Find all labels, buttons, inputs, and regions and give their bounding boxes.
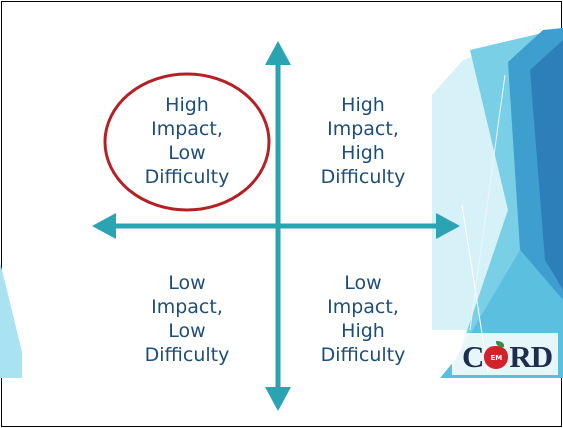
quadrant-line: Difficulty <box>144 344 230 366</box>
quadrant-line: Difficulty <box>320 166 406 188</box>
quadrant-line: Difficulty <box>320 344 406 366</box>
apple-icon: EM <box>484 341 509 369</box>
logo-letters-rd: RD <box>509 339 553 374</box>
right-arrowhead <box>436 213 460 239</box>
quadrant-line: High <box>165 94 209 116</box>
logo-letter-c: C <box>462 339 484 374</box>
axes <box>92 41 460 411</box>
right-decor-dark <box>530 40 563 290</box>
quadrant-line: High <box>341 320 385 342</box>
highlight-circle <box>103 72 271 212</box>
cord-logo: C EM RD <box>462 339 553 375</box>
quadrant-line: High <box>341 94 385 116</box>
quadrant-line: Low <box>344 272 382 294</box>
quadrant-line: Impact, <box>327 118 399 140</box>
quadrant-line: Low <box>168 320 206 342</box>
top-arrowhead <box>265 41 291 65</box>
bottom-arrowhead <box>265 387 291 411</box>
quadrant-low-impact-high-difficulty: Low Impact, High Difficulty <box>293 271 433 367</box>
left-decor-shape <box>0 262 22 378</box>
quadrant-line: Impact, <box>151 118 223 140</box>
quadrant-line: Low <box>168 272 206 294</box>
right-decor-line-2 <box>469 74 506 331</box>
quadrant-line: High <box>341 142 385 164</box>
quadrant-line: Impact, <box>327 296 399 318</box>
quadrant-line: Impact, <box>151 296 223 318</box>
quadrant-high-impact-high-difficulty: High Impact, High Difficulty <box>293 93 433 189</box>
quadrant-line: Difficulty <box>144 166 230 188</box>
left-arrowhead <box>92 213 116 239</box>
quadrant-line: Low <box>168 142 206 164</box>
quadrant-high-impact-low-difficulty: High Impact, Low Difficulty <box>117 93 257 189</box>
apple-label: EM <box>490 354 503 362</box>
quadrant-low-impact-low-difficulty: Low Impact, Low Difficulty <box>117 271 257 367</box>
